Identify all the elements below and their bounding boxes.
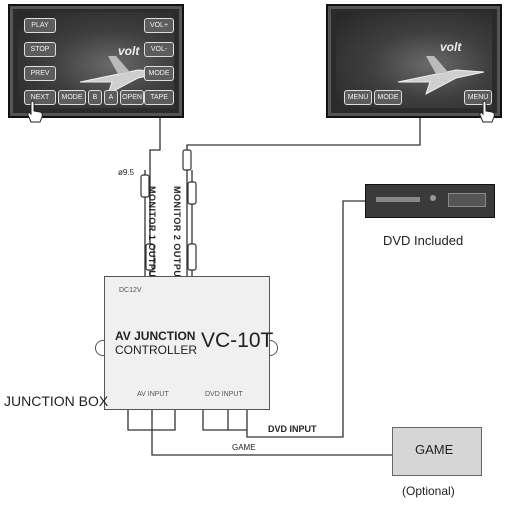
monitor-1-output-label: MONITOR 1 OUTPUT (147, 186, 157, 284)
pointing-hand-icon (479, 100, 495, 123)
dvd-player (365, 184, 495, 218)
vol-down-button[interactable]: VOL- (144, 42, 174, 57)
tape-button[interactable]: TAPE (144, 90, 174, 105)
av-input-port-label: AV INPUT (137, 391, 169, 398)
pointing-hand-icon (27, 100, 43, 123)
monitor2-cable (186, 118, 421, 280)
monitor-2-logo: volt (440, 40, 462, 54)
junction-title-line2: CONTROLLER (115, 343, 198, 357)
mode-button[interactable]: MODE (374, 90, 402, 105)
junction-box: DC12V AV JUNCTION CONTROLLER VC-10T AV I… (104, 276, 274, 410)
game-console: GAME (392, 427, 482, 476)
cable-diameter-label: ø9.5 (118, 168, 135, 177)
dvd-included-label: DVD Included (383, 233, 464, 248)
play-button[interactable]: PLAY (24, 18, 56, 33)
junction-model: VC-10T (201, 329, 274, 352)
open-button[interactable]: OPEN (120, 90, 144, 105)
stop-button[interactable]: STOP (24, 42, 56, 57)
monitor-1-logo: volt (118, 44, 140, 58)
junction-title-line1: AV JUNCTION (115, 329, 196, 343)
dvd-input-cable-label: DVD INPUT (268, 424, 317, 434)
optional-label: (Optional) (402, 484, 455, 498)
power-label: DC12V (119, 287, 142, 294)
monitor-1: volt PLAY STOP PREV NEXT VOL+ VOL- MODE … (8, 4, 184, 118)
a-button[interactable]: A (104, 90, 118, 105)
b-button[interactable]: B (88, 90, 102, 105)
monitor-2-output-label: MONITOR 2 OUTPUT (172, 186, 182, 284)
monitor-2: volt MENU MODE MENU (326, 4, 502, 118)
dvd-input-port-label: DVD INPUT (205, 391, 243, 398)
monitor1-cable (149, 118, 161, 280)
game-cable (151, 410, 392, 456)
menu-button[interactable]: MENU (344, 90, 372, 105)
dvd-cable (246, 200, 365, 438)
jet-image-icon (397, 56, 485, 96)
game-cable-label: GAME (232, 443, 256, 452)
prev-button[interactable]: PREV (24, 66, 56, 81)
mode-button[interactable]: MODE (144, 66, 174, 81)
junction-box-label: JUNCTION BOX (4, 393, 109, 409)
mode-bottom-button[interactable]: MODE (58, 90, 86, 105)
game-console-label: GAME (415, 442, 454, 457)
vol-up-button[interactable]: VOL+ (144, 18, 174, 33)
